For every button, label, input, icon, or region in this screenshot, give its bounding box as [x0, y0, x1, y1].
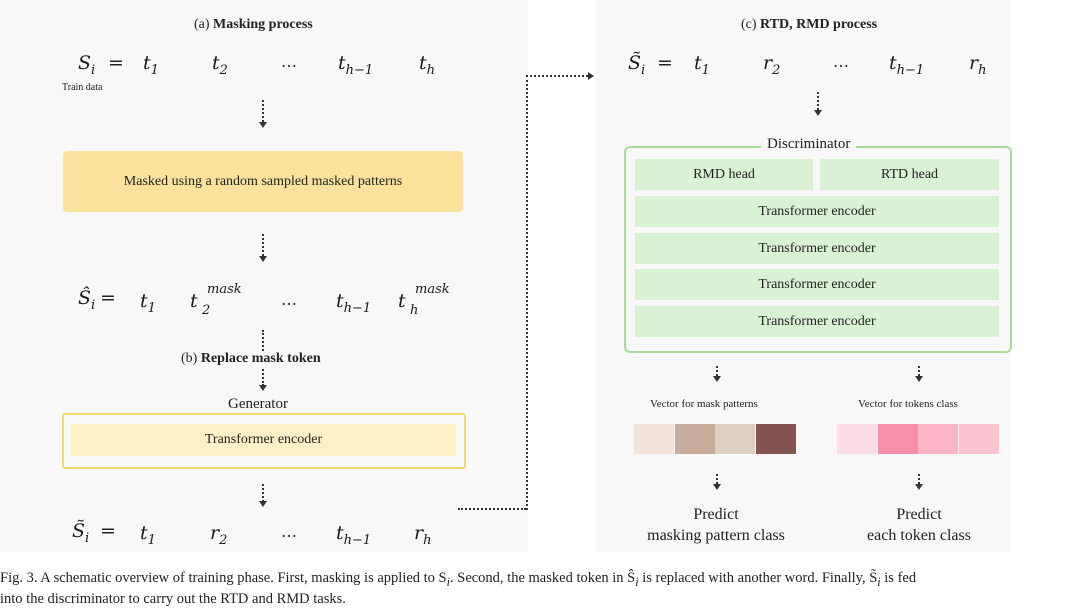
seq3-s-tilde: S̃i	[72, 520, 90, 546]
arrow-a1-head	[259, 122, 267, 128]
generator-label: Generator	[222, 396, 294, 413]
seq2-t1: t1	[140, 290, 156, 316]
seqc-r2: r2	[763, 52, 781, 78]
rmd-head: RMD head	[635, 159, 813, 190]
seqc-s-tilde: S̃i	[628, 52, 646, 78]
seqc-thm1: th−1	[889, 52, 925, 78]
seq1-s: Si	[78, 52, 96, 78]
mask-pattern-box: Masked using a random sampled masked pat…	[63, 151, 463, 212]
seq3-rh: rh	[414, 522, 432, 548]
arrow-c3-left-head	[713, 484, 721, 490]
token-vector-cell-3	[918, 424, 958, 454]
seq2-s-hat: Ŝi	[78, 287, 96, 313]
mask-vector-cell-2	[674, 424, 715, 454]
arrow-a2	[262, 234, 264, 256]
disc-encoder-1: Transformer encoder	[635, 196, 999, 227]
arrow-a2-head	[259, 256, 267, 262]
generator-encoder: Transformer encoder	[71, 424, 456, 456]
seqc-equals: =	[657, 52, 673, 74]
arrow-c2-left-head	[713, 376, 721, 382]
panel-c-title: (c) RTD, RMD process	[741, 17, 878, 32]
connector-vertical	[526, 75, 528, 510]
token-vector-cell-1	[837, 424, 877, 454]
seqc-rh: rh	[969, 52, 987, 78]
predict-masking-pattern: Predict masking pattern class	[647, 506, 785, 544]
rtd-head: RTD head	[820, 159, 999, 190]
arrow-b2-head	[259, 501, 267, 507]
seq3-r2: r2	[210, 522, 228, 548]
arrow-b2	[262, 484, 264, 502]
arrow-c3-right-head	[915, 484, 923, 490]
caption-line-2: into the discriminator to carry out the …	[0, 590, 346, 607]
arrow-c2-right-head	[915, 376, 923, 382]
seq3-equals: =	[100, 520, 116, 542]
seqc-t1: t1	[694, 52, 710, 78]
seq3-thm1: th−1	[336, 522, 372, 548]
seqc-ellipsis: …	[833, 52, 849, 71]
figure-caption: Fig. 3. A schematic overview of training…	[0, 570, 1080, 608]
predict-token-class: Predict each token class	[867, 506, 971, 544]
arrow-c3-right	[918, 474, 920, 484]
seq1-t2: t2	[212, 52, 228, 78]
vector-mask-label: Vector for mask patterns	[650, 398, 758, 410]
disc-encoder-3: Transformer encoder	[635, 269, 999, 300]
arrow-c1	[817, 92, 819, 110]
arrow-c2-left	[716, 366, 718, 376]
seq2-th-mask: t mask h	[398, 282, 450, 318]
mask-vector-cell-3	[715, 424, 755, 454]
panel-b-title: (b) Replace mask token	[181, 351, 323, 367]
token-vector-cell-4	[958, 424, 999, 454]
discriminator-label: Discriminator	[761, 136, 857, 153]
vector-token-label: Vector for tokens class	[858, 398, 958, 410]
arrow-b1-head	[259, 385, 267, 391]
connector-bottom	[458, 508, 526, 510]
seq1-thm1: th−1	[338, 52, 374, 78]
arrow-c1-head	[814, 110, 822, 116]
connector-arrowhead	[588, 72, 594, 80]
connector-top	[526, 75, 588, 77]
arrow-c2-right	[918, 366, 920, 376]
panel-a-background	[0, 0, 528, 552]
disc-encoder-2: Transformer encoder	[635, 233, 999, 264]
generator-frame	[62, 413, 466, 469]
disc-encoder-4: Transformer encoder	[635, 306, 999, 337]
seq1-th: th	[419, 52, 436, 78]
seq2-ellipsis: …	[281, 290, 297, 309]
seq2-thm1: th−1	[336, 290, 372, 316]
seq3-ellipsis: …	[281, 522, 297, 541]
mask-vector-cell-4	[755, 424, 796, 454]
mask-vector-cell-1	[634, 424, 674, 454]
seq3-t1: t1	[140, 522, 156, 548]
token-vector-cell-2	[877, 424, 918, 454]
seq1-equals: =	[108, 52, 124, 74]
seq2-t2-mask: t mask 2	[190, 282, 242, 318]
arrow-a1	[262, 100, 264, 122]
arrow-c3-left	[716, 474, 718, 484]
seq2-equals: =	[100, 287, 116, 309]
seq1-t1: t1	[143, 52, 159, 78]
seq1-ellipsis: …	[281, 52, 297, 71]
train-data-label: Train data	[62, 82, 103, 93]
panel-a-title: (a) Masking process	[194, 17, 313, 32]
caption-line-1: Fig. 3. A schematic overview of training…	[0, 570, 917, 589]
